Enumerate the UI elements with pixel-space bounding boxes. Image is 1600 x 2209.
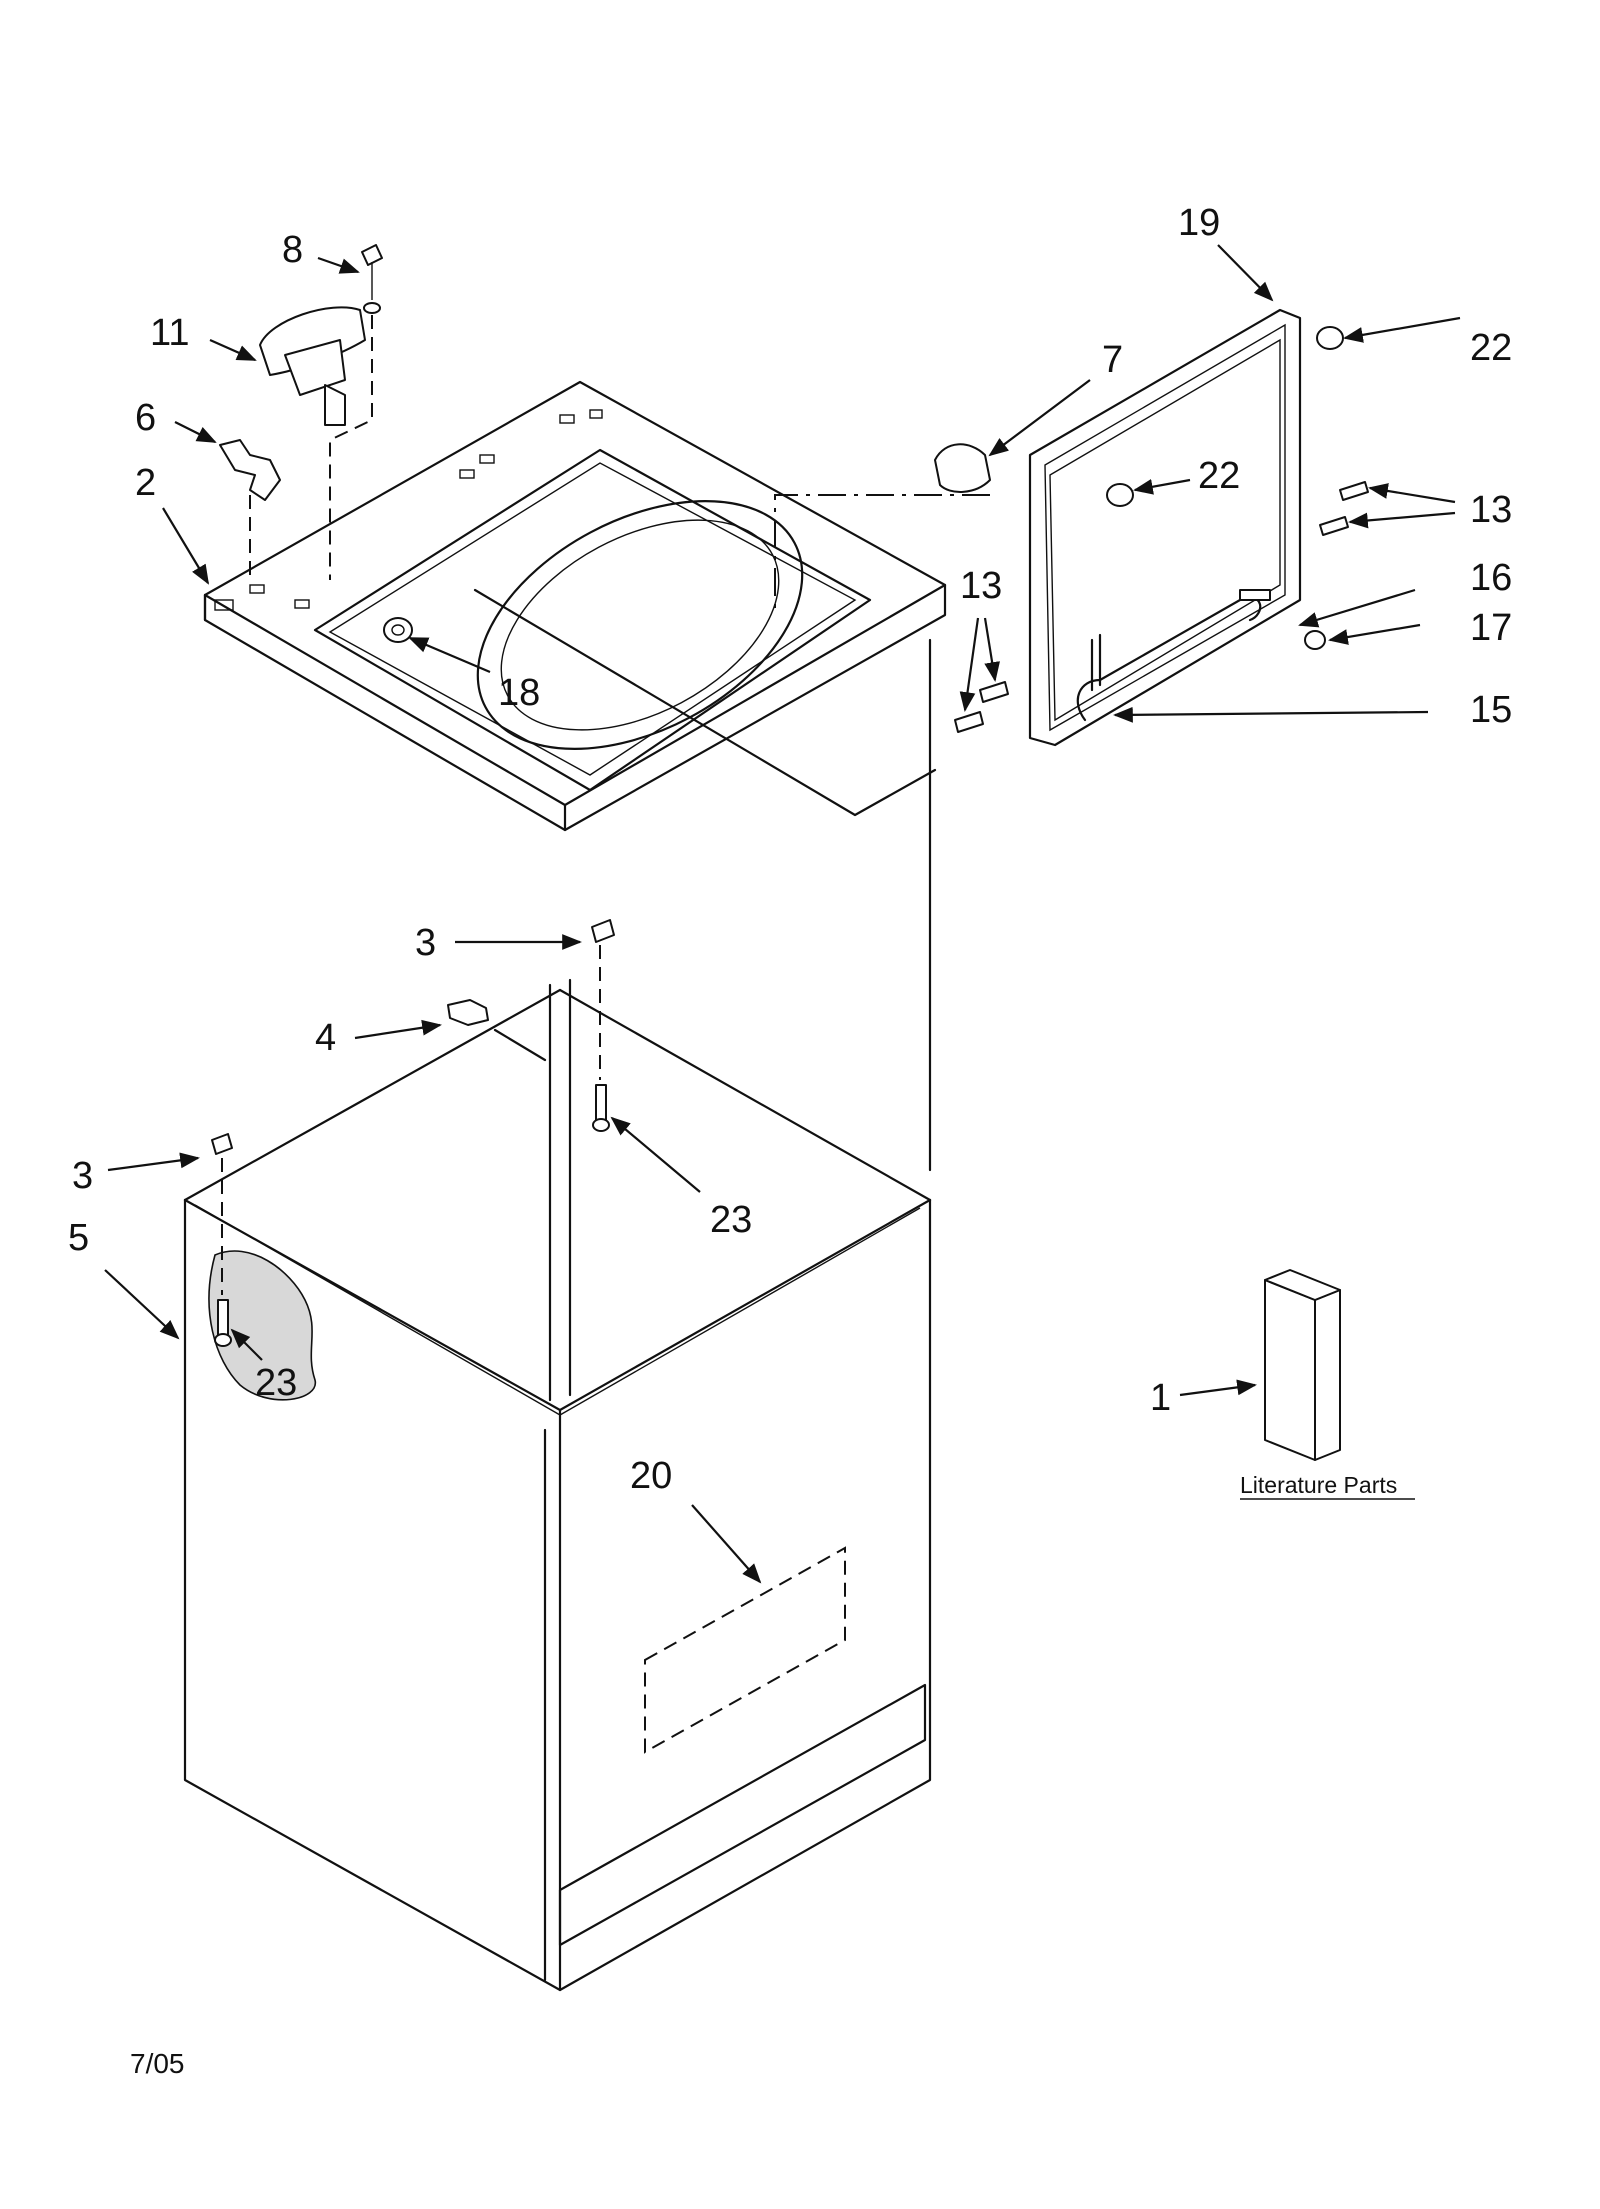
callout-19: 19: [1178, 202, 1220, 244]
callout-6: 6: [135, 397, 156, 439]
callout-11: 11: [150, 312, 189, 354]
callout-3a: 3: [415, 922, 436, 964]
callout-1: 1: [1150, 1377, 1171, 1419]
clip-3-lower: [211, 1133, 233, 1155]
callout-15: 15: [1470, 689, 1512, 731]
callout-2: 2: [135, 462, 156, 504]
callout-7: 7: [1102, 339, 1123, 381]
callout-16: 16: [1470, 557, 1512, 599]
callout-20: 20: [630, 1455, 672, 1497]
callout-23a: 23: [710, 1199, 752, 1241]
callout-18: 18: [498, 672, 540, 714]
lid: [1028, 308, 1369, 747]
callout-17: 17: [1470, 607, 1512, 649]
top-panel: [203, 380, 947, 832]
hinge-cap-7: [934, 443, 991, 493]
screw-4: [447, 999, 489, 1026]
callout-5: 5: [68, 1217, 89, 1259]
literature-book: [1264, 1269, 1341, 1461]
callout-22a: 22: [1470, 327, 1512, 369]
callout-8: 8: [282, 229, 303, 271]
date-code: 7/05: [130, 2048, 185, 2079]
callout-13b: 13: [1470, 489, 1512, 531]
cabinet: [183, 978, 932, 1992]
callout-4: 4: [315, 1017, 336, 1059]
lid-switch-11: [259, 306, 366, 426]
grommet-18: [383, 617, 413, 643]
screws-13-left: [954, 681, 1009, 733]
screw-23-upper: [592, 1084, 610, 1132]
callout-23b: 23: [255, 1362, 297, 1404]
clip-3-upper: [591, 919, 615, 943]
callout-22b: 22: [1198, 455, 1240, 497]
clip-6: [219, 439, 281, 501]
callout-3b: 3: [72, 1155, 93, 1197]
callout-13a: 13: [960, 565, 1002, 607]
screw-8: [361, 244, 383, 314]
screw-23-lower: [214, 1299, 232, 1347]
literature-parts-label: Literature Parts: [1240, 1472, 1397, 1498]
